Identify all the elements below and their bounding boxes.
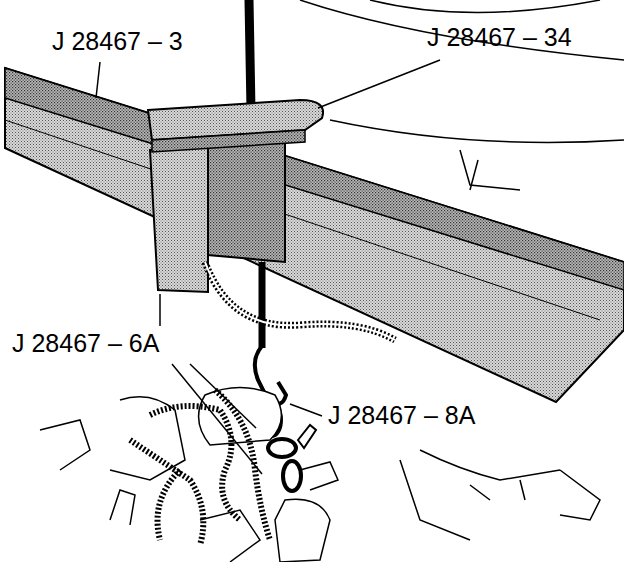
part-number: J 28467 – 8A — [326, 402, 477, 430]
part-number: J 28467 – 34 — [425, 24, 574, 52]
support-beam — [5, 68, 624, 402]
chain-link — [283, 461, 301, 491]
lower-rod — [259, 262, 266, 348]
beam-edge — [5, 120, 600, 320]
top-plate-edge — [152, 130, 305, 152]
part-number: J 28467 – 3 — [50, 28, 185, 56]
bracket-front — [150, 142, 208, 292]
beam-top-face — [5, 68, 624, 290]
upper-rod — [249, 0, 251, 110]
engine-parts — [40, 388, 338, 562]
chain-tab — [298, 425, 316, 448]
coiled-wire-core — [205, 262, 395, 340]
bracket-side — [208, 140, 285, 262]
coiled-wire — [205, 262, 395, 340]
part-number: J 28467 – 6A — [10, 330, 161, 358]
coiled-hoses — [130, 390, 270, 545]
chain-link — [268, 439, 296, 457]
